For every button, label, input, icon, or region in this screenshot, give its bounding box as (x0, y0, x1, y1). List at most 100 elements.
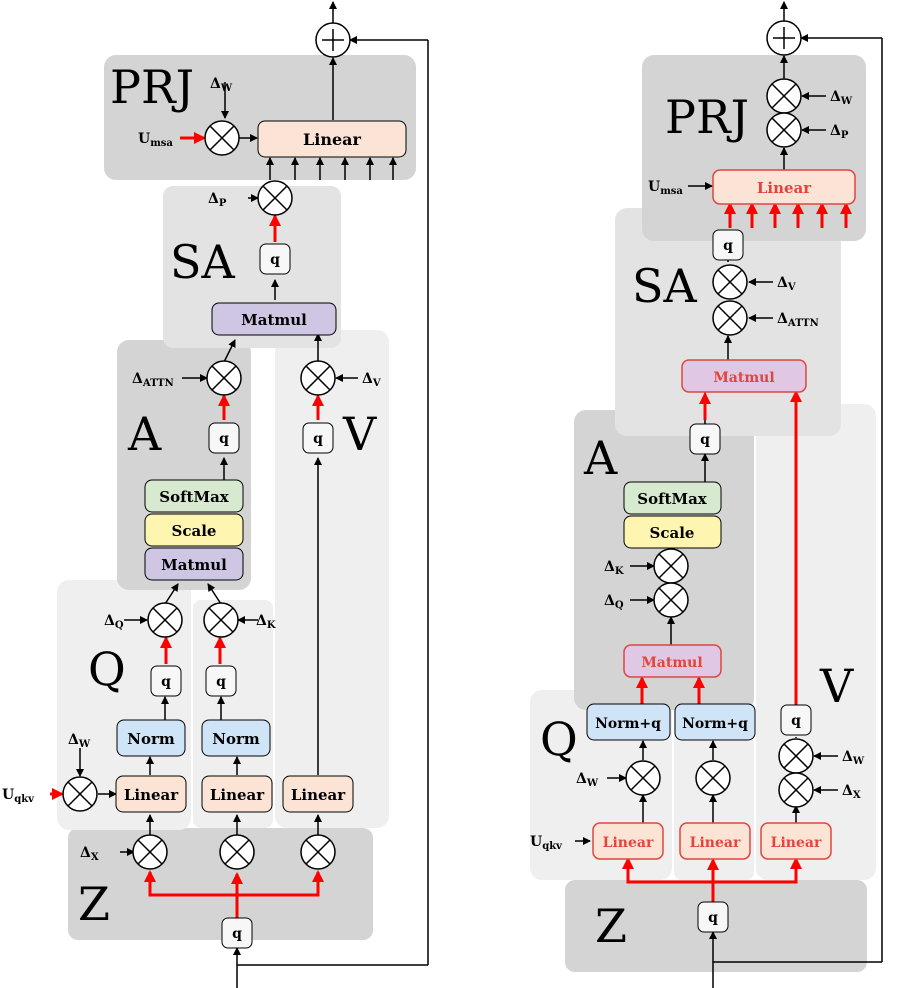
left-mult-qkv (62, 776, 98, 812)
left-box-norm-k: Norm (201, 719, 271, 757)
svg-text:SoftMax: SoftMax (159, 488, 230, 506)
right-box-normq-q: Norm+q (586, 703, 671, 741)
left-delta-v: ΔV (362, 371, 381, 389)
left-mult-prj (204, 120, 240, 156)
svg-text:Norm+q: Norm+q (682, 716, 748, 732)
left-region-q (57, 580, 191, 830)
svg-text:q: q (216, 674, 226, 690)
right-diagram: PRJ SA A V Q Z (530, 1, 883, 988)
left-quant-k: q (205, 665, 237, 697)
left-mult-x-k (219, 834, 255, 870)
left-delta-k: ΔK (256, 613, 276, 631)
svg-text:Norm: Norm (212, 730, 260, 748)
right-quant-sa: q (712, 229, 744, 261)
right-delta-k: ΔK (604, 559, 624, 577)
left-box-a-matmul: Matmul (144, 547, 244, 581)
svg-text:Linear: Linear (771, 835, 822, 851)
left-region-k (193, 600, 273, 828)
svg-text:q: q (700, 432, 710, 448)
left-delta-q: ΔQ (104, 613, 124, 631)
svg-text:Scale: Scale (650, 524, 695, 542)
right-label-z: Z (595, 899, 627, 953)
left-mult-x-q (132, 834, 168, 870)
svg-text:Norm+q: Norm+q (595, 716, 661, 732)
right-mult-v (712, 264, 748, 300)
svg-text:Linear: Linear (690, 835, 741, 851)
svg-text:q: q (708, 910, 718, 926)
right-region-v (756, 404, 876, 880)
right-label-prj: PRJ (665, 90, 749, 144)
right-delta-p-prj: ΔP (830, 123, 849, 141)
left-delta-p: ΔP (208, 191, 227, 209)
left-label-q: Q (88, 642, 126, 696)
right-mult-w-q (625, 760, 661, 796)
right-delta-w-prj: ΔW (830, 89, 853, 107)
left-box-scale: Scale (144, 513, 244, 547)
right-region-prj (642, 55, 866, 241)
right-delta-q: ΔQ (604, 593, 624, 611)
left-box-linear-q: Linear (115, 775, 187, 813)
svg-text:Matmul: Matmul (713, 370, 774, 386)
right-delta-attn: ΔATTN (777, 311, 819, 329)
left-mult-v (300, 360, 336, 396)
right-input-u-msa: Umsa (648, 179, 683, 197)
left-mult-k (203, 602, 239, 638)
left-region-v (275, 330, 389, 828)
right-box-softmax: SoftMax (623, 481, 722, 515)
right-mult-k-branch (695, 760, 731, 796)
left-quant-v: q (302, 422, 334, 454)
svg-text:Linear: Linear (303, 130, 362, 149)
svg-text:Linear: Linear (124, 786, 179, 804)
svg-text:Matmul: Matmul (241, 311, 307, 329)
left-mult-x-v (300, 834, 336, 870)
svg-text:q: q (232, 926, 242, 942)
svg-text:q: q (270, 252, 280, 268)
right-box-prj-linear: Linear (712, 169, 856, 205)
right-delta-x-v: ΔX (842, 783, 861, 801)
right-mult-w-prj (766, 78, 802, 114)
right-mult-q (653, 582, 689, 618)
left-sum-circle (315, 22, 351, 58)
left-diagram: PRJ SA A V Q Z (2, 1, 429, 988)
right-delta-w-q: ΔW (576, 771, 599, 789)
left-box-linear-k: Linear (201, 775, 273, 813)
right-input-u-qkv: Uqkv (530, 834, 563, 852)
svg-text:q: q (161, 674, 171, 690)
svg-text:q: q (313, 431, 323, 447)
svg-text:Linear: Linear (757, 179, 812, 197)
right-delta-v: ΔV (777, 275, 796, 293)
right-quant-v: q (780, 704, 812, 736)
right-box-scale: Scale (623, 515, 722, 549)
svg-text:q: q (219, 431, 229, 447)
left-label-a: A (127, 407, 162, 461)
left-mult-attn (206, 360, 242, 396)
svg-text:SoftMax: SoftMax (637, 490, 708, 508)
left-input-u-msa: Umsa (138, 131, 173, 149)
left-box-softmax: SoftMax (144, 479, 244, 513)
svg-text:Matmul: Matmul (641, 655, 702, 671)
right-box-sa-matmul: Matmul (681, 359, 807, 393)
svg-text:Norm: Norm (127, 730, 175, 748)
left-label-z: Z (78, 877, 110, 931)
left-delta-x: ΔX (80, 845, 99, 863)
left-box-prj-linear: Linear (257, 120, 407, 158)
right-label-sa: SA (632, 259, 698, 313)
left-mult-q (147, 602, 183, 638)
svg-text:Scale: Scale (172, 522, 217, 540)
right-sum-circle (766, 20, 802, 56)
right-box-a-matmul: Matmul (623, 644, 722, 678)
left-delta-w-qkv: ΔW (68, 732, 91, 750)
svg-text:Linear: Linear (291, 786, 346, 804)
svg-text:Matmul: Matmul (161, 556, 227, 574)
svg-text:Linear: Linear (603, 835, 654, 851)
right-label-v: V (819, 659, 854, 713)
right-box-linear-k: Linear (679, 822, 751, 860)
left-mult-p (257, 180, 293, 216)
right-delta-w-v: ΔW (842, 749, 865, 767)
svg-text:q: q (791, 713, 801, 729)
right-mult-x-v (778, 772, 814, 808)
right-label-a: A (583, 431, 618, 485)
svg-text:Linear: Linear (210, 786, 265, 804)
right-quant-input: q (697, 901, 729, 933)
right-mult-p-prj (766, 112, 802, 148)
